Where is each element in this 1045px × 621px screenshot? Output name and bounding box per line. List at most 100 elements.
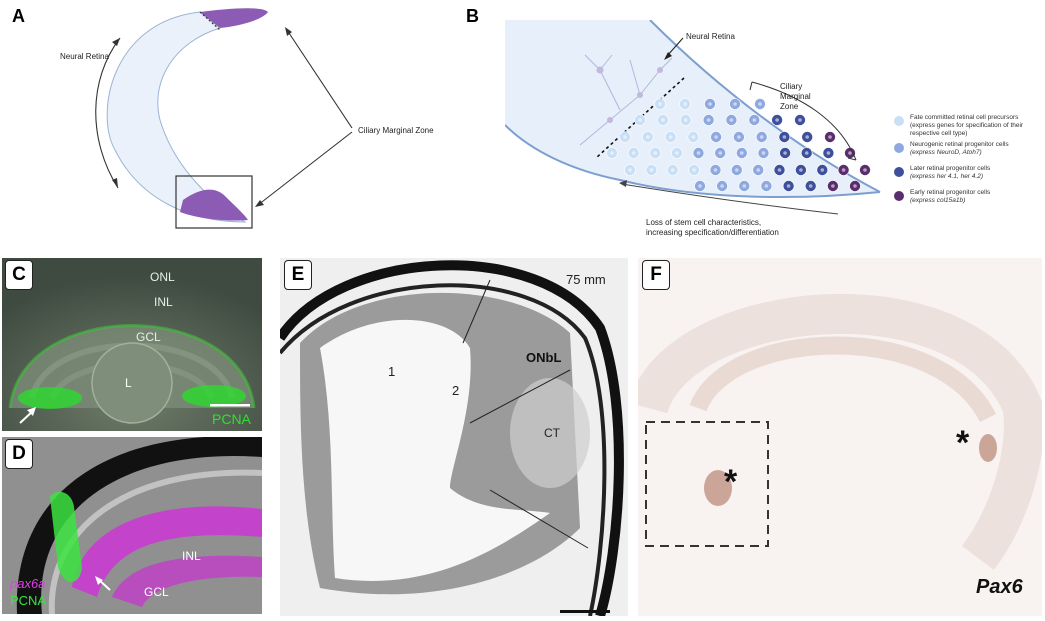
progenitor-cell-nucleus xyxy=(670,168,675,172)
b-arrow-line1: Loss of stem cell characteristics, xyxy=(646,218,762,227)
b-cmz-line1: Ciliary xyxy=(780,82,803,91)
progenitor-cell-nucleus xyxy=(761,151,766,155)
progenitor-cell-nucleus xyxy=(841,168,846,172)
progenitor-cell-nucleus xyxy=(848,151,852,155)
panel-b-label: B xyxy=(466,6,479,26)
progenitor-cell-nucleus xyxy=(805,135,809,139)
progenitor-cell-nucleus xyxy=(683,118,688,122)
progenitor-cell-nucleus xyxy=(764,184,769,188)
progenitor-cell-nucleus xyxy=(831,184,835,188)
d-stain2-label: PCNA xyxy=(10,593,47,608)
legend-sub1-1: (express genes for specification of thei… xyxy=(910,122,1024,129)
progenitor-cell-nucleus xyxy=(756,168,760,172)
legend-dot-early-progenitor xyxy=(894,191,904,201)
b-arrow-line2: increasing specification/differentiation xyxy=(646,228,779,237)
progenitor-cell-nucleus xyxy=(718,151,722,155)
progenitor-cell-nucleus xyxy=(733,102,737,106)
f-star-2: * xyxy=(956,424,970,462)
cmz-schematic xyxy=(505,20,881,215)
panel-f-micrograph: * * Pax6 xyxy=(638,258,1042,616)
cmz-top-shape xyxy=(200,8,268,28)
panel-e-label: E xyxy=(284,260,312,290)
f-stain-label: Pax6 xyxy=(976,576,1023,598)
c-gcl-label: GCL xyxy=(136,330,161,344)
b-cmz-line2: Marginal xyxy=(780,92,811,101)
progenitor-cell-nucleus xyxy=(628,168,632,172)
progenitor-cell-nucleus xyxy=(752,118,757,122)
legend-dot-fate-committed xyxy=(894,116,904,126)
progenitor-cell-nucleus xyxy=(826,151,831,155)
a-cmz-label: Ciliary Marginal Zone xyxy=(358,126,434,135)
progenitor-cell-nucleus xyxy=(808,184,813,188)
cmz-bottom-shape xyxy=(180,189,248,221)
panel-d-label: D xyxy=(5,439,33,469)
legend-title-3: Later retinal progenitor cells xyxy=(910,165,991,172)
a-neural-retina-label: Neural Retina xyxy=(60,52,109,61)
progenitor-cell-nucleus xyxy=(759,135,764,139)
progenitor-cell-nucleus xyxy=(623,135,627,139)
cmz-box xyxy=(175,175,253,229)
progenitor-cell-nucleus xyxy=(658,102,662,106)
c-inl-label: INL xyxy=(154,295,173,309)
legend-title-4: Early retinal progenitor cells xyxy=(910,189,991,196)
panel-f-label: F xyxy=(642,260,670,290)
progenitor-cell-nucleus xyxy=(853,184,857,188)
legend-sub1-3: (express her 4.1, her 4.2) xyxy=(910,173,983,180)
progenitor-cell-nucleus xyxy=(691,135,696,139)
d-stain1-label: pax6a xyxy=(10,576,46,591)
progenitor-cell-nucleus xyxy=(729,118,734,122)
progenitor-cell-nucleus xyxy=(698,184,702,188)
panel-a-label: A xyxy=(12,6,25,26)
legend-title-2: Neurogenic retinal progenitor cells xyxy=(910,141,1009,148)
b-neural-retina-label: Neural Retina xyxy=(686,32,735,41)
progenitor-cells xyxy=(606,98,871,192)
progenitor-cell-nucleus xyxy=(804,151,809,155)
d-gcl-label: GCL xyxy=(144,585,169,599)
panel-c-label: C xyxy=(5,260,33,290)
progenitor-cell-nucleus xyxy=(758,102,762,106)
legend-sub1-4: (express col15a1b) xyxy=(910,197,966,204)
retina-schematic xyxy=(95,8,353,229)
neural-retina-shape xyxy=(106,11,247,223)
progenitor-cell-nucleus xyxy=(631,151,636,155)
progenitor-cell-nucleus xyxy=(740,151,744,155)
progenitor-cell-nucleus xyxy=(683,102,687,106)
legend-dot-neurogenic xyxy=(894,143,904,153)
f-dashed-box xyxy=(645,421,769,547)
progenitor-cell-nucleus xyxy=(638,118,642,122)
progenitor-cell-nucleus xyxy=(646,135,650,139)
panel-e-micrograph: 75 mm 1 2 ONbL CT xyxy=(280,258,628,616)
panel-d-micrograph: INL GCL pax6a PCNA xyxy=(2,437,262,614)
b-cmz-line3: Zone xyxy=(780,102,799,111)
d-inl-label: INL xyxy=(182,549,201,563)
f-star-1: * xyxy=(724,463,738,501)
panel-a: A Neural Retina Ciliary Marginal Zone xyxy=(0,0,480,240)
progenitor-cell-nucleus xyxy=(653,151,658,155)
progenitor-cell-nucleus xyxy=(692,168,696,172)
progenitor-cell-nucleus xyxy=(737,135,741,139)
legend-title-1: Fate committed retinal cell precursors xyxy=(910,114,1019,121)
e-two-label: 2 xyxy=(452,383,460,398)
progenitor-cell-nucleus xyxy=(798,118,802,122)
progenitor-cell-nucleus xyxy=(742,184,747,188)
panel-b: B xyxy=(0,0,1045,245)
progenitor-cell-nucleus xyxy=(661,118,665,122)
progenitor-cell-nucleus xyxy=(775,118,779,122)
c-onl-label: ONL xyxy=(150,270,175,284)
progenitor-cell-nucleus xyxy=(863,168,867,172)
progenitor-cell-nucleus xyxy=(783,151,787,155)
panel-c-micrograph: ONL INL GCL L PCNA xyxy=(2,258,262,431)
e-scale-label: 75 mm xyxy=(566,272,606,287)
c-stain-label: PCNA xyxy=(212,411,251,427)
legend-sub2-1: respective cell type) xyxy=(910,130,968,137)
progenitor-cell-nucleus xyxy=(777,168,782,172)
progenitor-cell-nucleus xyxy=(649,168,654,172)
c-lens-label: L xyxy=(125,376,132,390)
progenitor-cell-nucleus xyxy=(786,184,791,188)
progenitor-cell-nucleus xyxy=(668,135,673,139)
progenitor-cell-nucleus xyxy=(675,151,679,155)
progenitor-cell-nucleus xyxy=(735,168,739,172)
progenitor-cell-nucleus xyxy=(708,102,712,106)
progenitor-cell-nucleus xyxy=(782,135,787,139)
legend-sub1-2: (express NeuroD, Atoh7) xyxy=(910,149,982,156)
